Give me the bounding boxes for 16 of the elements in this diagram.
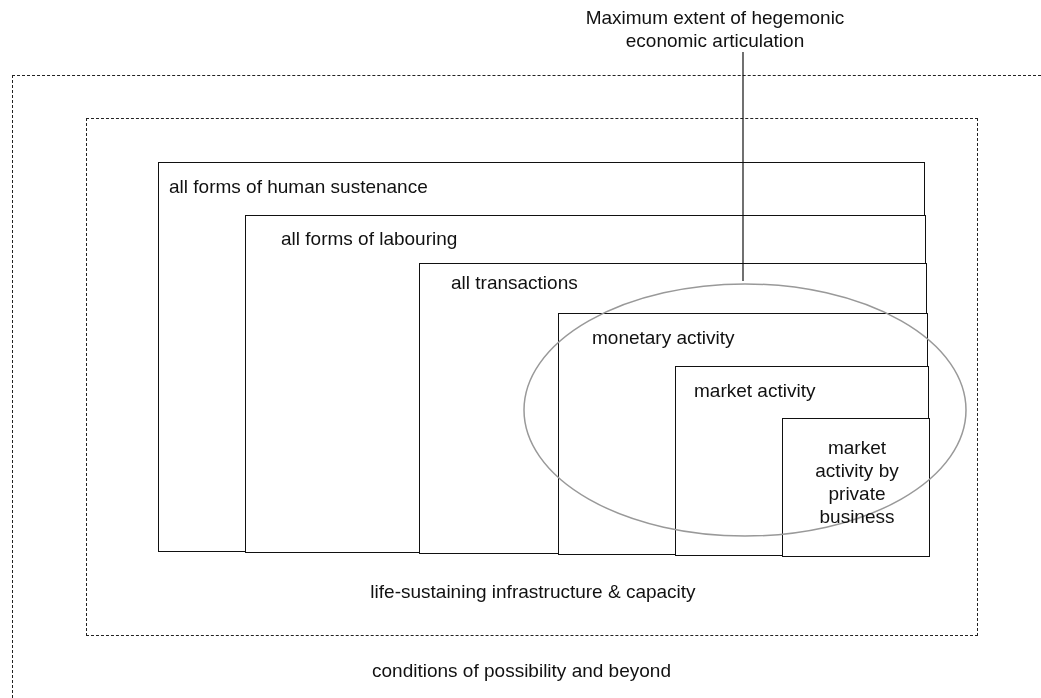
label-text: monetary activity (592, 326, 735, 349)
label-text: life-sustaining infrastructure & capacity (370, 580, 696, 603)
nested-box (675, 366, 929, 556)
label-text: market activity (694, 379, 816, 402)
label-text: Maximum extent of hegemonic economic articulation (584, 6, 846, 52)
label-text: conditions of possibility and beyond (372, 659, 671, 682)
label-text: all forms of labouring (281, 227, 458, 250)
nested-box (558, 313, 928, 555)
label-text: all transactions (451, 271, 578, 294)
leader-line (742, 51, 744, 282)
dashed-frame (86, 118, 978, 636)
label-text: all forms of human sustenance (169, 175, 428, 198)
nested-box (782, 418, 930, 557)
outer-dashed-frame (12, 75, 1041, 698)
label-text: market activity by private business (814, 436, 900, 528)
nested-box (419, 263, 927, 554)
